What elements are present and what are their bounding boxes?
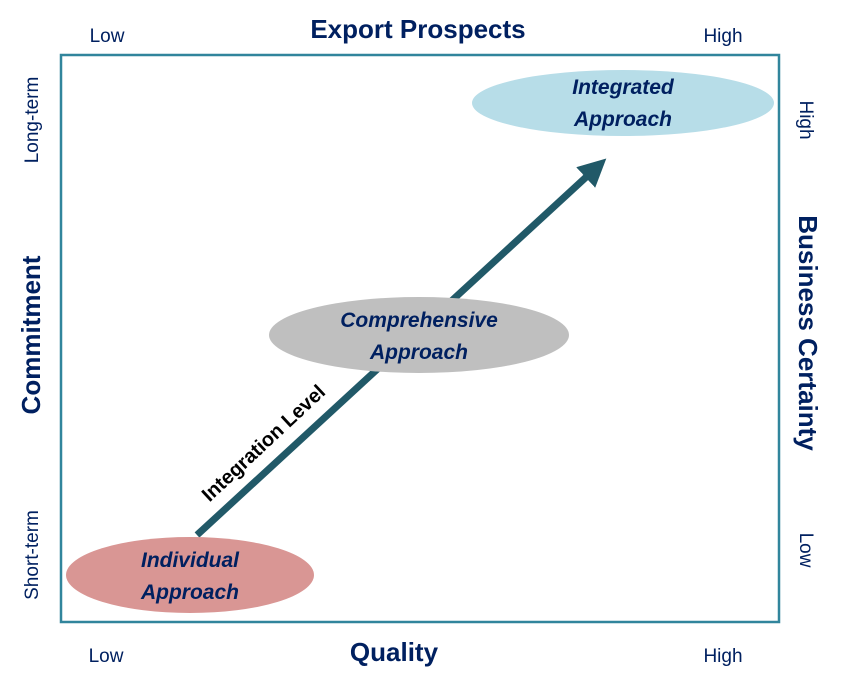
right-axis-title: Business Certainty: [793, 215, 823, 451]
integrated-line2: Approach: [573, 108, 672, 131]
bottom-high-label: High: [703, 646, 742, 667]
integration-level-label: Integration Level: [198, 381, 330, 506]
right-low-label: Low: [795, 533, 816, 568]
integrated-approach-ellipse: Integrated Approach: [472, 70, 774, 136]
top-high-label: High: [703, 26, 742, 47]
comprehensive-line2: Approach: [369, 341, 468, 364]
left-high-label: Long-term: [22, 77, 43, 164]
top-low-label: Low: [90, 26, 125, 47]
bottom-low-label: Low: [89, 646, 124, 667]
diagram-frame: [59, 53, 781, 624]
left-low-label: Short-term: [22, 510, 43, 600]
top-axis-title: Export Prospects: [310, 14, 525, 44]
comprehensive-line1: Comprehensive: [340, 309, 498, 332]
left-axis-title: Commitment: [16, 255, 46, 414]
individual-line1: Individual: [141, 549, 240, 572]
bottom-axis-title: Quality: [350, 637, 439, 667]
individual-line2: Approach: [140, 581, 239, 604]
integrated-line1: Integrated: [572, 76, 675, 99]
individual-approach-ellipse: Individual Approach: [66, 537, 314, 613]
right-high-label: High: [795, 100, 816, 139]
comprehensive-approach-ellipse: Comprehensive Approach: [269, 297, 569, 373]
